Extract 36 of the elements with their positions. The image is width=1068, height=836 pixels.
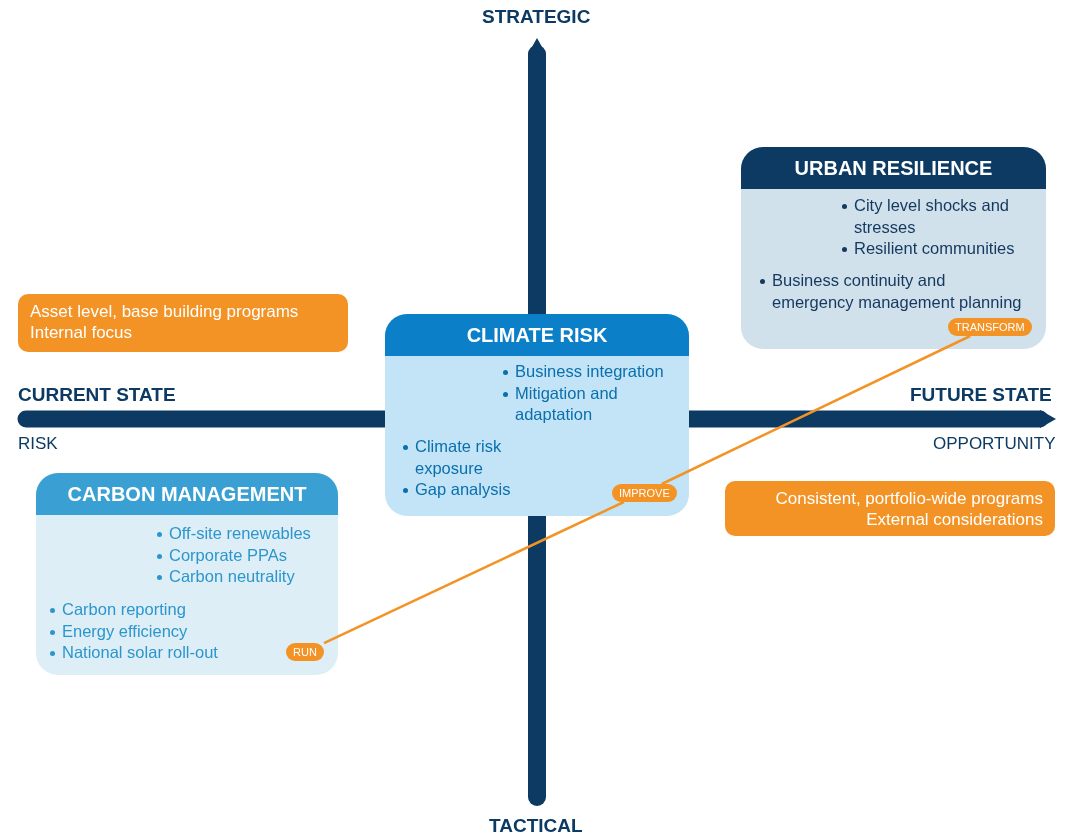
bullet-item: Resilient communities xyxy=(854,239,1015,257)
bullet-item: Carbon neutrality xyxy=(169,567,295,585)
bullet-item: Mitigation and adaptation xyxy=(515,383,618,423)
note-text: Consistent, portfolio-wide programs xyxy=(774,488,1043,509)
note-text: Asset level, base building programs xyxy=(30,301,300,322)
bullet-item: Corporate PPAs xyxy=(169,545,287,564)
bullet-item: Off-site renewables xyxy=(169,524,311,542)
axis-label: TACTICAL xyxy=(489,815,583,836)
category-card xyxy=(385,314,689,516)
stage-tag: IMPROVE xyxy=(612,484,677,502)
axis-label: FUTURE STATE xyxy=(910,384,1052,406)
stage-tag: TRANSFORM xyxy=(948,318,1032,336)
note-text: Internal focus xyxy=(30,322,134,343)
category-card xyxy=(36,473,338,675)
axis-label: CURRENT STATE xyxy=(18,384,176,406)
card-header: URBAN RESILIENCE xyxy=(741,147,1046,189)
card-header: CARBON MANAGEMENT xyxy=(36,473,338,515)
note-box xyxy=(18,294,348,352)
bullet-item: Business continuity and emergency management planning xyxy=(772,271,1022,311)
bullet-item: City level shocks and stresses xyxy=(854,196,1009,236)
axis-label: RISK xyxy=(18,433,58,455)
connector-line xyxy=(661,334,971,486)
bullet-item: Climate risk exposure xyxy=(415,437,502,477)
note-box xyxy=(725,481,1055,536)
connector-line xyxy=(323,500,625,645)
bullet-item: Energy efficiency xyxy=(62,621,188,640)
card-header: CLIMATE RISK xyxy=(385,314,689,356)
stage-tag: RUN xyxy=(286,643,324,661)
note-text: External considerations xyxy=(865,509,1043,530)
category-card xyxy=(741,147,1046,349)
axis-label: OPPORTUNITY xyxy=(933,433,1056,455)
bullet-item: Business integration xyxy=(515,362,664,380)
bullet-item: Carbon reporting xyxy=(62,600,186,618)
bullet-item: Gap analysis xyxy=(415,480,511,498)
bullet-item: National solar roll-out xyxy=(62,643,218,661)
axis-label: STRATEGIC xyxy=(482,6,591,28)
